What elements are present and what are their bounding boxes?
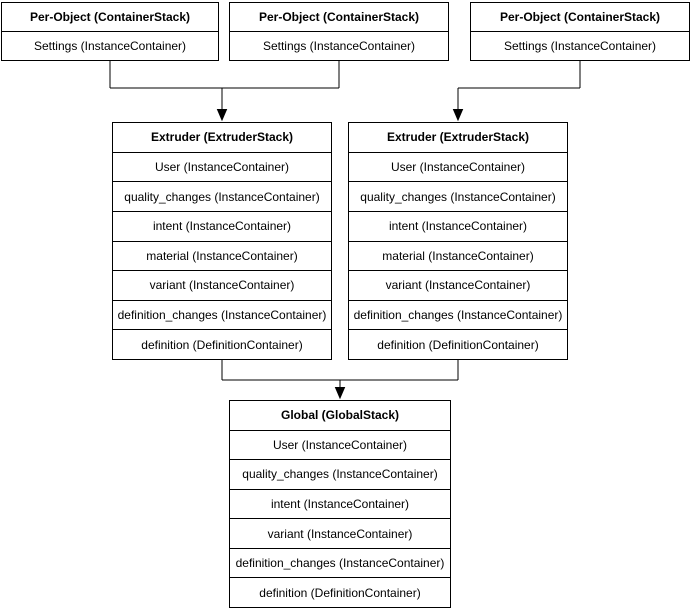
stack-title: Per-Object (ContainerStack) <box>29 10 191 24</box>
stack-title: Per-Object (ContainerStack) <box>499 10 661 24</box>
connector-extruders-to-global <box>221 360 459 388</box>
extruder-stack-1: Extruder (ExtruderStack) User (InstanceC… <box>112 122 332 360</box>
stack-row-variant: variant (InstanceContainer) <box>230 518 450 548</box>
stack-title: Extruder (ExtruderStack) <box>150 130 294 145</box>
stack-row-definition-changes: definition_changes (InstanceContainer) <box>230 547 450 578</box>
stack-row-quality-changes: quality_changes (InstanceContainer) <box>113 181 331 211</box>
extruder-stack-2: Extruder (ExtruderStack) User (InstanceC… <box>348 122 568 360</box>
global-stack: Global (GlobalStack) User (InstanceConta… <box>229 400 451 608</box>
stack-title: Per-Object (ContainerStack) <box>258 10 420 24</box>
stack-row-variant: variant (InstanceContainer) <box>349 270 567 300</box>
stack-row-definition: definition (DefinitionContainer) <box>113 329 331 359</box>
stack-row-user: User (InstanceContainer) <box>349 151 567 182</box>
per-object-stack-3: Per-Object (ContainerStack) Settings (In… <box>470 2 690 61</box>
connector-per-object-to-extruder-1 <box>109 61 340 110</box>
stack-row-quality-changes: quality_changes (InstanceContainer) <box>349 181 567 211</box>
stack-row-intent: intent (InstanceContainer) <box>349 210 567 241</box>
stack-row-intent: intent (InstanceContainer) <box>113 210 331 241</box>
arrowhead-down-icon <box>216 109 228 122</box>
stack-row-definition: definition (DefinitionContainer) <box>349 329 567 359</box>
stack-row-settings: Settings (InstanceContainer) <box>471 31 689 60</box>
stack-row-definition-changes: definition_changes (InstanceContainer) <box>349 299 567 330</box>
stack-row-user: User (InstanceContainer) <box>113 151 331 182</box>
stack-title: Extruder (ExtruderStack) <box>386 130 530 145</box>
stack-row-intent: intent (InstanceContainer) <box>230 488 450 519</box>
stack-title: Global (GlobalStack) <box>280 408 400 423</box>
arrowhead-down-icon <box>452 109 464 122</box>
stack-row-settings: Settings (InstanceContainer) <box>230 31 448 60</box>
stack-row-variant: variant (InstanceContainer) <box>113 270 331 300</box>
arrowhead-down-icon <box>334 387 346 400</box>
stack-row-material: material (InstanceContainer) <box>349 240 567 271</box>
per-object-stack-2: Per-Object (ContainerStack) Settings (In… <box>229 2 449 61</box>
stack-row-user: User (InstanceContainer) <box>230 429 450 460</box>
stack-row-material: material (InstanceContainer) <box>113 240 331 271</box>
stack-row-quality-changes: quality_changes (InstanceContainer) <box>230 459 450 489</box>
stack-row-settings: Settings (InstanceContainer) <box>2 31 218 60</box>
per-object-stack-1: Per-Object (ContainerStack) Settings (In… <box>1 2 219 61</box>
connector-per-object-to-extruder-2 <box>457 61 581 110</box>
stack-row-definition-changes: definition_changes (InstanceContainer) <box>113 299 331 330</box>
stack-row-definition: definition (DefinitionContainer) <box>230 577 450 607</box>
